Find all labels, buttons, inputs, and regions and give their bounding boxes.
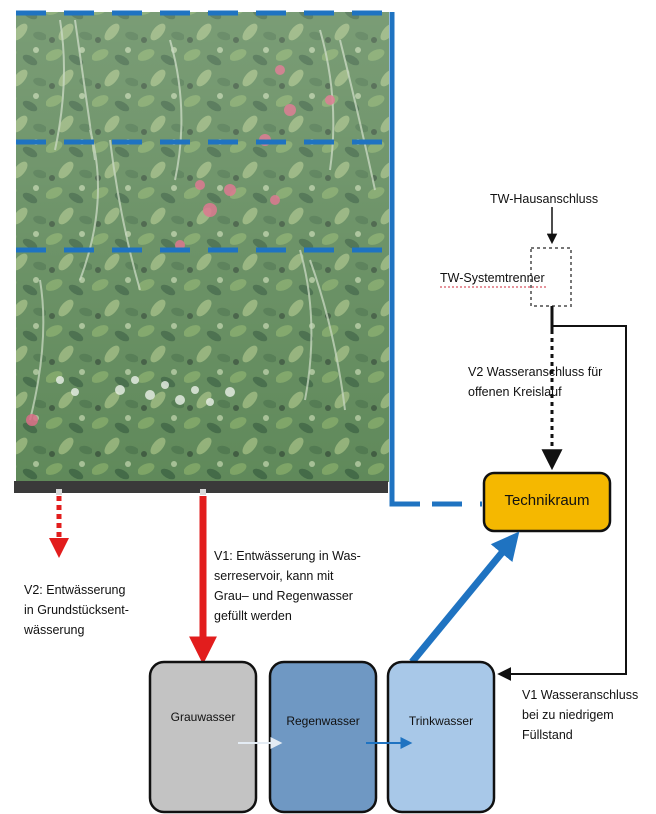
v2-entwaesserung-label: V2: Entwässerung in Grundstücksent- wäss… — [24, 583, 129, 637]
drainage-tray — [14, 481, 388, 493]
green-wall-image — [16, 12, 389, 482]
grauwasser-tank — [148, 660, 258, 814]
blue-level-lines — [16, 10, 482, 507]
v1-wasseranschluss-label: V1 Wasseranschluss bei zu niedrigem Füll… — [522, 688, 639, 742]
tw-systemtrenner-label: TW-Systemtrenner — [440, 271, 545, 285]
trinkwasser-label: Trinkwasser — [408, 714, 474, 728]
regenwasser-label: Regenwasser — [286, 714, 360, 728]
v1-entwaesserung-label: V1: Entwässerung in Was- serreservoir, k… — [214, 549, 361, 623]
trinkwasser-tank — [386, 660, 496, 814]
technikraum-box — [482, 471, 612, 533]
tw-systemtrenner-box — [530, 247, 572, 307]
grauwasser-label: Grauwasser — [170, 710, 236, 724]
technikraum-label: Technikraum — [504, 492, 590, 509]
trinkwasser-to-technikraum-arrow — [409, 531, 520, 665]
regenwasser-tank — [268, 660, 378, 814]
tw-hausanschluss-label: TW-Hausanschluss — [490, 192, 599, 206]
v2-wasseranschluss-label: V2 Wasseranschluss für offenen Kreislauf — [468, 365, 603, 399]
v1-supply-line — [497, 325, 627, 681]
